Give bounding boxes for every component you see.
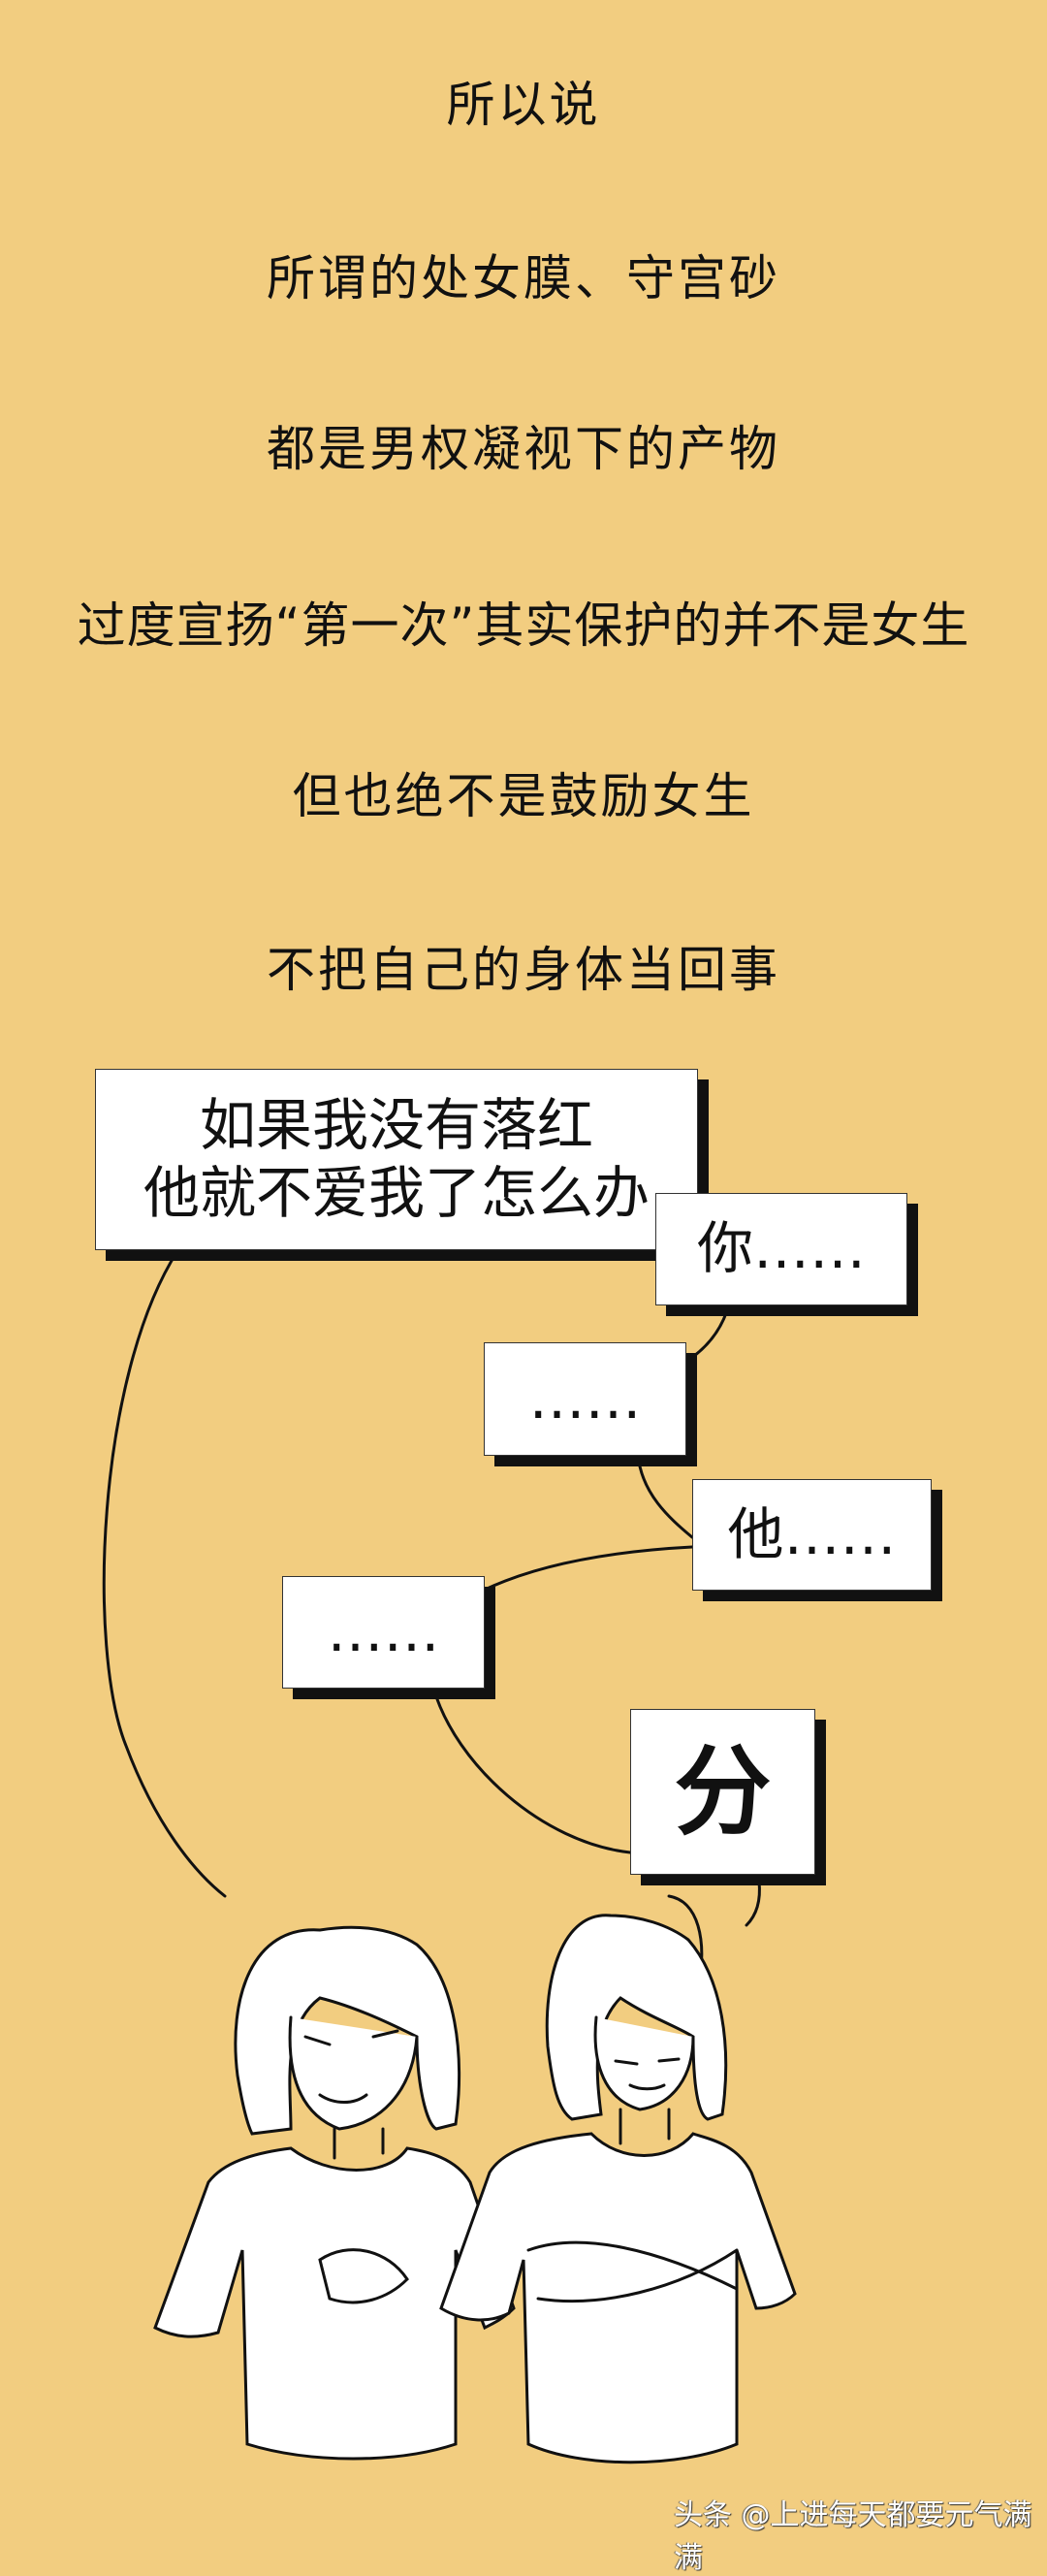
text-line-2: 所谓的处女膜、守宫砂 bbox=[267, 250, 780, 306]
watermark: 头条 @上进每天都要元气满满 bbox=[674, 2498, 1032, 2575]
text-line-6: 不把自己的身体当回事 bbox=[267, 942, 780, 998]
connector-line bbox=[431, 1686, 632, 1854]
connector-line bbox=[481, 1545, 694, 1593]
arms-crossed-girl-drawing bbox=[439, 1894, 797, 2464]
text-line-1: 所以说 bbox=[446, 77, 601, 133]
connector-line bbox=[682, 1303, 731, 1365]
text-line-5: 但也绝不是鼓励女生 bbox=[292, 768, 755, 824]
speech-bubble-6: 分 bbox=[630, 1709, 815, 1875]
speech-bubble-4: 他…… bbox=[692, 1479, 932, 1591]
speech-bubble-3: …… bbox=[484, 1342, 686, 1456]
bubble-4-text: 他…… bbox=[727, 1500, 897, 1567]
bubble-3-text: …… bbox=[528, 1365, 642, 1432]
speech-bubble-1: 如果我没有落红 他就不爱我了怎么办 bbox=[95, 1069, 698, 1250]
bubble-6-text: 分 bbox=[674, 1734, 772, 1849]
speech-bubble-5: …… bbox=[282, 1576, 485, 1689]
connector-line bbox=[636, 1453, 694, 1539]
speech-bubble-2: 你…… bbox=[655, 1193, 907, 1305]
text-line-4: 过度宣扬“第一次”其实保护的并不是女生 bbox=[77, 597, 970, 654]
crying-girl-drawing bbox=[153, 1925, 516, 2461]
connector-line bbox=[745, 1880, 761, 1927]
bubble-1-line-1: 如果我没有落红 bbox=[199, 1091, 593, 1158]
connector-line bbox=[102, 1249, 227, 1898]
bubble-5-text: …… bbox=[327, 1598, 440, 1665]
bubble-1-line-2: 他就不爱我了怎么办 bbox=[143, 1159, 650, 1226]
text-line-3: 都是男权凝视下的产物 bbox=[267, 421, 780, 477]
bubble-2-text: 你…… bbox=[696, 1215, 866, 1282]
